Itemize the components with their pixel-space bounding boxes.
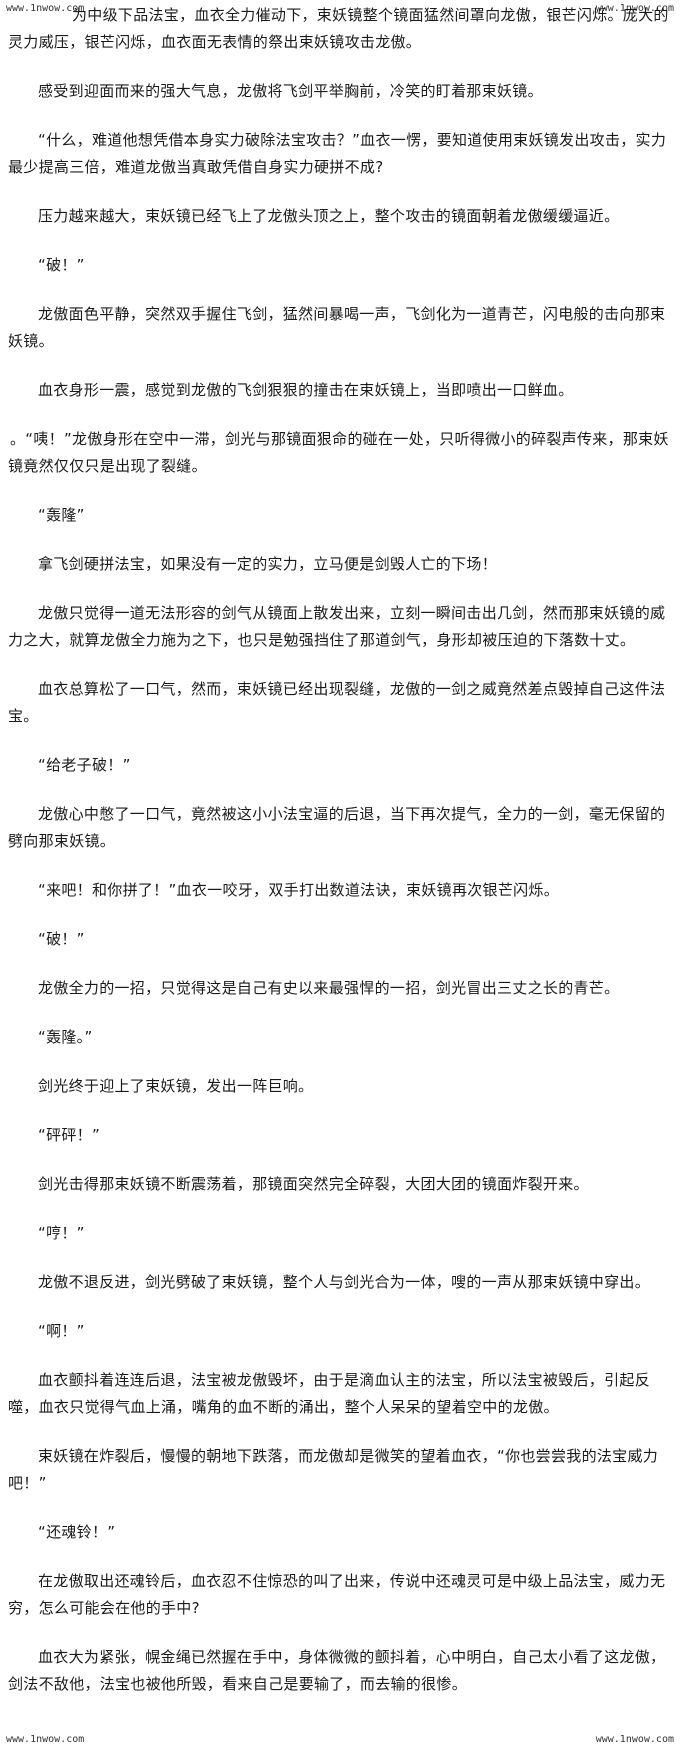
article-body: 为中级下品法宝，血衣全力催动下，束妖镜整个镜面猛然间罩向龙傲，银芒闪烁。庞大的灵… <box>8 2 672 1720</box>
paragraph: 龙傲只觉得一道无法形容的剑气从镜面上散发出来，立刻一瞬间击出几剑，然而那束妖镜的… <box>8 604 666 649</box>
paragraph: “哼！” <box>38 1224 85 1242</box>
paragraph: “什么，难道他想凭借本身实力破除法宝攻击？”血衣一愣，要知道使用束妖镜发出攻击，… <box>8 131 667 176</box>
paragraph: 血衣颤抖着连连后退，法宝被龙傲毁坏，由于是滴血认主的法宝，所以法宝被毁后，引起反… <box>8 1371 651 1416</box>
paragraph: “来吧！和你拼了！”血衣一咬牙，双手打出数道法诀，束妖镜再次银芒闪烁。 <box>38 881 560 899</box>
paragraph: “破！” <box>38 930 85 948</box>
paragraph: 剑光终于迎上了束妖镜，发出一阵巨响。 <box>38 1077 314 1095</box>
paragraph: “还魂铃！” <box>38 1523 116 1541</box>
paragraph: 束妖镜在炸裂后，慢慢的朝地下跌落，而龙傲却是微笑的望着血衣，“你也尝尝我的法宝威… <box>8 1447 659 1492</box>
paragraph: 龙傲不退反进，剑光劈破了束妖镜，整个人与剑光合为一体，嗖的一声从那束妖镜中穿出。 <box>38 1273 651 1291</box>
paragraph: 在龙傲取出还魂铃后，血衣忍不住惊恐的叫了出来，传说中还魂灵可是中级上品法宝，威力… <box>8 1572 666 1617</box>
watermark-bottom-left: www.1nwow.com <box>6 1734 85 1745</box>
paragraph: 血衣身形一震，感觉到龙傲的飞剑狠狠的撞击在束妖镜上，当即喷出一口鲜血。 <box>38 381 574 399</box>
paragraph: 为中级下品法宝，血衣全力催动下，束妖镜整个镜面猛然间罩向龙傲，银芒闪烁。庞大的灵… <box>8 6 669 51</box>
paragraph: 。“咦！”龙傲身形在空中一滞，剑光与那镜面狠命的碰在一处，只听得微小的碎裂声传来… <box>8 430 669 475</box>
paragraph: “破！” <box>38 256 85 274</box>
paragraph: 血衣总算松了一口气，然而，束妖镜已经出现裂缝，龙傲的一剑之威竟然差点毁掉自己这件… <box>8 680 666 725</box>
paragraph: “给老子破！” <box>38 756 131 774</box>
paragraph: “砰砰！” <box>38 1126 101 1144</box>
paragraph: “轰隆” <box>38 506 85 524</box>
watermark-top-right: www.1nwow.com <box>595 3 674 14</box>
paragraph: 拿飞剑硬拼法宝，如果没有一定的实力，立马便是剑毁人亡的下场！ <box>38 555 498 573</box>
watermark-top-left: www.1nwow.com <box>6 3 85 14</box>
paragraph: “轰隆。” <box>38 1028 93 1046</box>
paragraph: 龙傲全力的一招，只觉得这是自己有史以来最强悍的一招，剑光冒出三丈之长的青芒。 <box>38 979 620 997</box>
paragraph: 血衣大为紧张，幌金绳已然握在手中，身体微微的颤抖着，心中明白，自己太小看了这龙傲… <box>8 1648 666 1693</box>
paragraph: 龙傲心中憋了一口气，竟然被这小小法宝逼的后退，当下再次提气，全力的一剑，毫无保留… <box>8 805 666 850</box>
paragraph: 压力越来越大，束妖镜已经飞上了龙傲头顶之上，整个攻击的镜面朝着龙傲缓缓逼近。 <box>38 207 620 225</box>
paragraph: 感受到迎面而来的强大气息，龙傲将飞剑平举胸前，冷笑的盯着那束妖镜。 <box>38 82 543 100</box>
paragraph: “啊！” <box>38 1322 85 1340</box>
paragraph: 龙傲面色平静，突然双手握住飞剑，猛然间暴喝一声，飞剑化为一道青芒，闪电般的击向那… <box>8 305 666 350</box>
paragraph: 剑光击得那束妖镜不断震荡着，那镜面突然完全碎裂，大团大团的镜面炸裂开来。 <box>38 1175 589 1193</box>
watermark-bottom-right: www.1nwow.com <box>595 1734 674 1745</box>
